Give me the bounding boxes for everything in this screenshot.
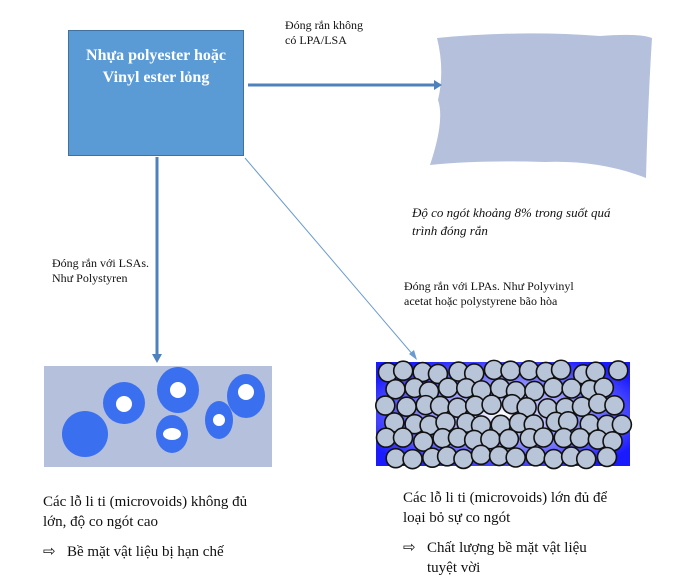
filler-particle <box>427 363 449 385</box>
filler-particle <box>561 378 582 399</box>
arrow-down-label: Đóng rắn với LSAs. Như Polystyren <box>52 256 149 286</box>
filler-particle <box>569 427 591 449</box>
result-bullet-cont: tuyệt vời <box>427 560 481 576</box>
filler-particle <box>550 359 572 381</box>
right-result-text: Các lỗ li ti (microvoids) lớn đủ để loại… <box>403 488 607 578</box>
filler-particle <box>392 360 414 382</box>
note-line: trình đóng rắn <box>412 223 488 238</box>
label-line: Đóng rắn không <box>285 18 363 32</box>
note-line: Độ co ngót khoảng 8% trong suốt quá <box>412 205 611 220</box>
filler-particle <box>498 428 520 450</box>
filler-particle <box>607 360 629 381</box>
result-line: Các lỗ li ti (microvoids) không đủ <box>43 494 248 510</box>
lsa-result-panel <box>44 366 272 467</box>
filler-particle <box>385 378 406 400</box>
result-line: loại bỏ sự co ngót <box>403 510 511 526</box>
source-resin-box: Nhựa polyester hoặc Vinyl ester lỏng <box>68 30 244 156</box>
arrow-bullet-icon: ⇨ <box>43 544 56 560</box>
filler-particle <box>437 377 459 398</box>
filler-particle <box>543 448 565 470</box>
filler-particle <box>470 444 492 466</box>
result-line: Các lỗ li ti (microvoids) lớn đủ để <box>403 490 608 506</box>
result-line: lớn, độ co ngót cao <box>43 514 158 530</box>
filler-particle <box>518 359 540 381</box>
filler-particle <box>543 377 564 398</box>
filler-particle <box>396 396 417 418</box>
label-line: Đóng rắn với LPAs. Như Polyvinyl <box>404 279 574 293</box>
filler-particle <box>374 395 396 416</box>
label-line: acetat hoặc polystyrene bão hòa <box>404 294 558 308</box>
arrow-diagonal <box>244 157 417 360</box>
result-bullet: Chất lượng bề mặt vật liệu <box>427 540 587 556</box>
filler-particle <box>604 394 625 416</box>
source-line-2: Vinyl ester lỏng <box>102 69 210 86</box>
filler-particle <box>575 448 597 470</box>
filler-particle <box>453 448 474 470</box>
result-bullet: Bề mặt vật liệu bị hạn chế <box>67 544 224 560</box>
filler-particle <box>392 427 414 448</box>
label-line: Như Polystyren <box>52 271 128 285</box>
arrow-right <box>248 80 442 90</box>
label-line: Đóng rắn với LSAs. <box>52 256 150 270</box>
filler-particle <box>525 446 546 467</box>
left-result-text: Các lỗ li ti (microvoids) không đủ lớn, … <box>43 492 247 562</box>
filler-particle <box>500 360 521 381</box>
lpa-result-panel <box>374 359 633 470</box>
filler-particle <box>533 427 554 448</box>
label-line: có LPA/LSA <box>285 33 347 47</box>
filler-particle <box>412 431 434 452</box>
arrow-down <box>152 157 162 363</box>
shrinkage-note: Độ co ngót khoảng 8% trong suốt quá trìn… <box>412 204 610 240</box>
filler-particle <box>402 448 423 470</box>
filler-particle <box>505 447 526 468</box>
arrow-diagonal-label: Đóng rắn với LPAs. Như Polyvinyl acetat … <box>404 279 574 309</box>
filler-particle <box>481 394 502 415</box>
filler-particle <box>596 446 618 468</box>
filler-particle <box>375 427 397 448</box>
arrow-bullet-icon: ⇨ <box>403 540 416 556</box>
cured-sheet-shape <box>430 33 652 178</box>
source-line-1: Nhựa polyester hoặc <box>86 47 226 64</box>
arrow-right-label: Đóng rắn không có LPA/LSA <box>285 18 363 48</box>
filler-particle <box>611 414 633 435</box>
